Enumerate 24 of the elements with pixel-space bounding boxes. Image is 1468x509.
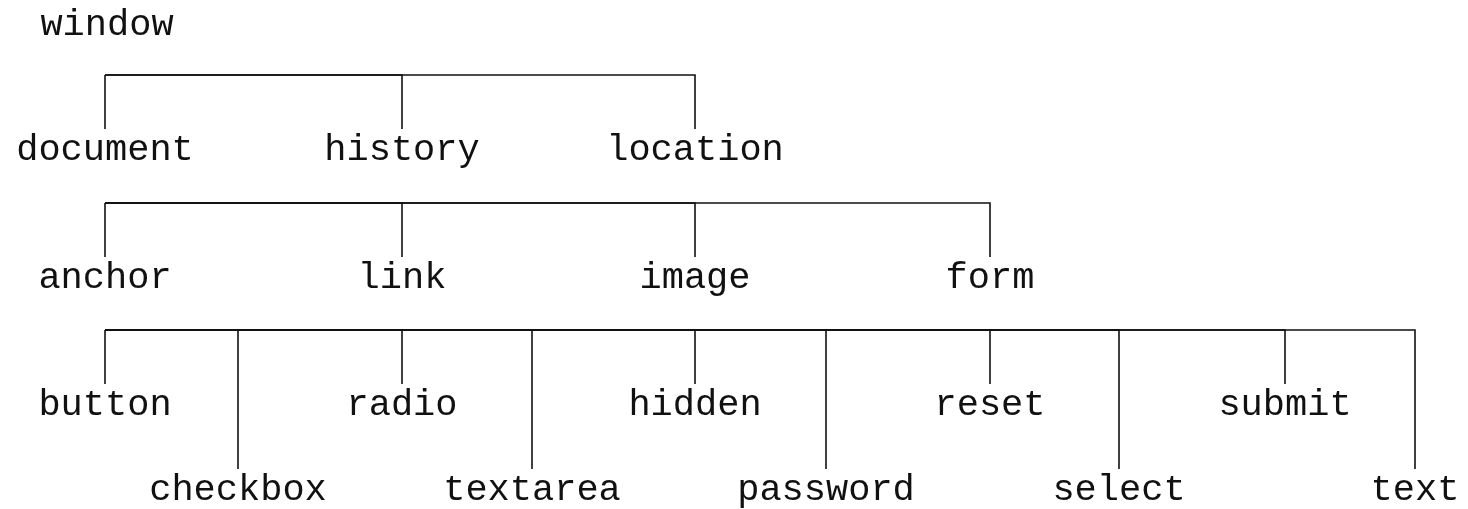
object-name: image [639, 260, 751, 296]
tree-connector [104, 74, 106, 130]
object-name: document [16, 132, 194, 168]
tree-connector [104, 329, 1416, 470]
tree-connector [104, 202, 106, 258]
object-name: location [606, 132, 784, 168]
object-name: textarea [443, 472, 621, 508]
tree-connector [104, 329, 106, 385]
object-name: history [324, 132, 480, 168]
object-name: select [1052, 472, 1186, 508]
tree-connector [104, 202, 991, 258]
object-name: anchor [38, 260, 172, 296]
object-name: checkbox [149, 472, 327, 508]
object-name: link [357, 260, 447, 296]
object-name: window [40, 7, 174, 43]
object-name: radio [346, 387, 458, 423]
tree-connector [104, 74, 696, 130]
object-name: hidden [628, 387, 762, 423]
object-name: password [737, 472, 915, 508]
object-name: reset [934, 387, 1046, 423]
object-name: submit [1218, 387, 1352, 423]
object-name: button [38, 387, 172, 423]
object-name: text [1370, 472, 1460, 508]
object-name: form [945, 260, 1035, 296]
